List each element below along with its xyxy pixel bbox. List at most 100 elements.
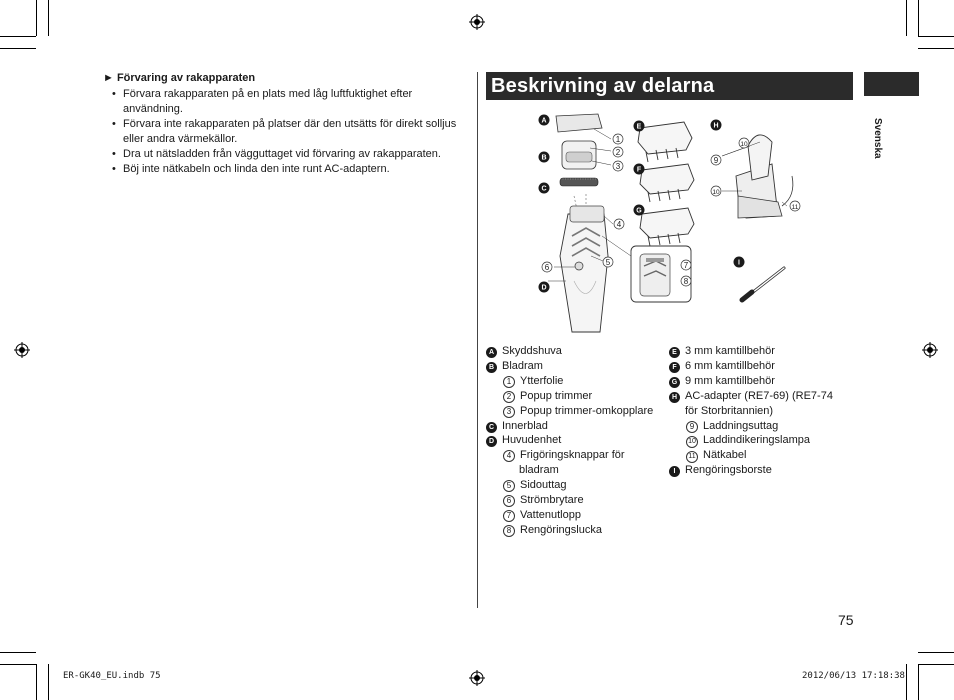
registration-mark-icon (469, 670, 485, 686)
figure-number-10: 10 (712, 189, 720, 196)
list-item: 10 Laddindikeringslampa (686, 433, 810, 448)
part-marker: 3 (503, 406, 515, 418)
crop-mark-icon (918, 664, 954, 665)
inner-blade-drawing (559, 177, 599, 187)
part-marker: A (486, 347, 497, 358)
list-item: 1 Ytterfolie (503, 374, 563, 389)
part-label: Popup trimmer-omkopplare (520, 405, 654, 417)
crop-mark-icon (36, 664, 37, 700)
storage-bullets: Förvara rakapparaten på en plats med låg… (112, 87, 472, 177)
crop-mark-icon (918, 664, 919, 700)
crop-mark-icon (0, 664, 36, 665)
language-tab (864, 72, 919, 96)
list-item: 6 Strömbrytare (503, 493, 584, 508)
part-label: Laddindikeringslampa (703, 434, 811, 446)
part-label: Strömbrytare (520, 494, 584, 506)
part-label: Rengöringslucka (520, 524, 602, 536)
part-label: Vattenutlopp (520, 509, 581, 521)
part-marker: 10 (686, 436, 698, 448)
part-label: Nätkabel (703, 449, 747, 461)
figure-number-10-stand: 10 (740, 141, 748, 148)
figure-label-a: A (541, 118, 546, 125)
registration-mark-icon (14, 342, 30, 358)
comb-attachments-drawing (637, 121, 695, 247)
part-marker: D (486, 436, 497, 447)
page-number: 75 (838, 612, 854, 628)
list-item: I Rengöringsborste (669, 463, 772, 478)
part-label: 9 mm kamtillbehör (685, 375, 775, 387)
list-item: för Storbritannien) (685, 404, 773, 419)
figure-label-b: B (541, 155, 546, 162)
storage-title-text: Förvaring av rakapparaten (116, 72, 256, 84)
figure-label-g: G (636, 208, 642, 215)
list-item: 7 Vattenutlopp (503, 508, 581, 523)
parts-illustration: A B C D E F G H I 1 2 3 4 5 6 7 8 9 10 1… (538, 113, 801, 333)
part-marker: E (669, 347, 680, 358)
part-label: Ytterfolie (520, 375, 564, 387)
footer-timestamp: 2012/06/13 17:18:38 (802, 671, 905, 681)
figure-number-8: 8 (684, 277, 689, 286)
figure-number-2: 2 (616, 148, 621, 157)
part-label: Laddningsuttag (703, 420, 779, 432)
crop-mark-icon (918, 652, 954, 653)
figure-label-e: E (637, 124, 642, 131)
crop-mark-icon (0, 652, 36, 653)
blade-frame-drawing (561, 140, 597, 170)
list-item: 9 Laddningsuttag (686, 419, 778, 434)
list-item: E 3 mm kamtillbehör (669, 344, 775, 359)
column-divider (477, 72, 478, 608)
drain-inset-drawing (601, 235, 692, 303)
figure-label-f: F (637, 167, 642, 174)
crop-mark-icon (918, 48, 954, 49)
figure-number-1: 1 (616, 135, 621, 144)
cleaning-brush-drawing (739, 266, 786, 303)
part-marker: B (486, 362, 497, 373)
part-marker: 6 (503, 495, 515, 507)
crop-mark-icon (0, 36, 36, 37)
registration-mark-icon (922, 342, 938, 358)
part-marker: 5 (503, 480, 515, 492)
part-marker: F (669, 362, 680, 373)
figure-label-c: C (541, 186, 546, 193)
figure-label-d: D (541, 285, 546, 292)
part-label: bladram (519, 464, 559, 476)
part-marker: 1 (503, 376, 515, 388)
part-marker: G (669, 377, 680, 388)
part-marker: 2 (503, 391, 515, 403)
list-item: Dra ut nätsladden från vägguttaget vid f… (112, 147, 472, 162)
part-label: AC-adapter (RE7-69) (RE7-74 (685, 390, 833, 402)
part-label: Popup trimmer (520, 390, 593, 402)
registration-mark-icon (469, 14, 485, 30)
footer-file: ER-GK40_EU.indb 75 (63, 671, 161, 681)
storage-section-title: ► Förvaring av rakapparaten (103, 72, 256, 84)
list-item: 2 Popup trimmer (503, 389, 592, 404)
figure-number-9: 9 (714, 156, 719, 165)
crop-mark-icon (918, 36, 954, 37)
list-item: G 9 mm kamtillbehör (669, 374, 775, 389)
part-marker: 9 (686, 421, 698, 433)
part-label: Bladram (502, 360, 543, 372)
list-item: 3 Popup trimmer-omkopplare (503, 404, 653, 419)
part-label: Innerblad (502, 420, 548, 432)
figure-number-3: 3 (616, 162, 621, 171)
section-heading: Beskrivning av delarna (491, 75, 715, 97)
part-marker: 7 (503, 510, 515, 522)
figure-number-4: 4 (617, 220, 622, 229)
figure-label-h: H (713, 123, 718, 130)
figure-label-i: I (738, 260, 740, 267)
part-label: Rengöringsborste (685, 464, 772, 476)
charging-stand-drawing (721, 134, 794, 219)
language-tab-label: Svenska (872, 118, 883, 159)
figure-number-7: 7 (684, 261, 689, 270)
list-item: Böj inte nätkabeln och linda den inte ru… (112, 162, 472, 177)
part-marker: I (669, 466, 680, 477)
crop-mark-icon (48, 664, 49, 700)
part-label: 3 mm kamtillbehör (685, 345, 775, 357)
